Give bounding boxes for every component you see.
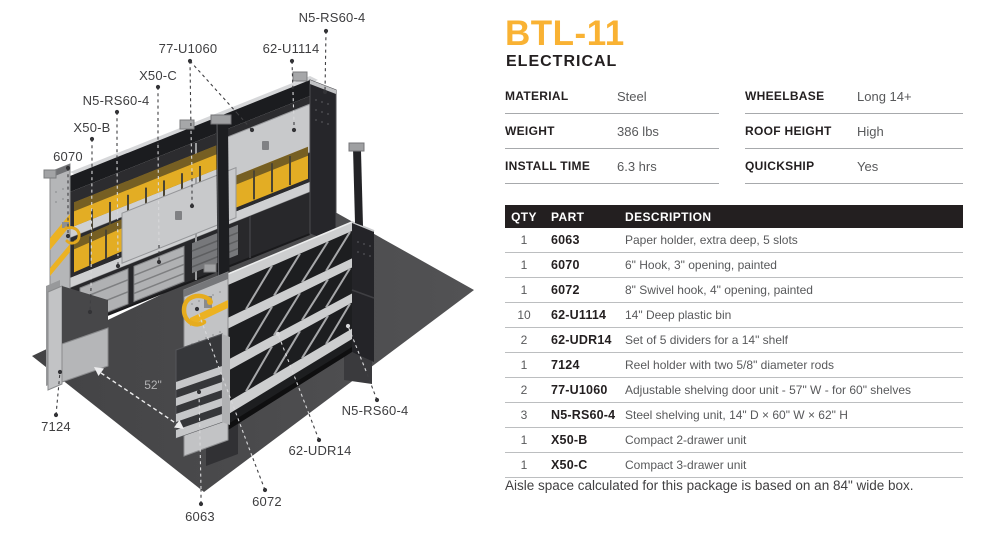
aisle-dimension: 52" <box>94 367 184 429</box>
diagram-label-x50-b: X50-B <box>73 120 110 135</box>
spec-value: High <box>857 123 884 139</box>
part-number: 6072 <box>551 283 580 297</box>
spec-value: 386 lbs <box>617 123 659 139</box>
part-number: N5-RS60-4 <box>551 408 616 422</box>
table-row: 1 6063 Paper holder, extra deep, 5 slots <box>505 228 963 253</box>
diagram-label-6070: 6070 <box>53 149 83 164</box>
table-row: 3 N5-RS60-4 Steel shelving unit, 14" D ×… <box>505 403 963 428</box>
spec-row-weight: WEIGHT 386 lbs <box>505 114 719 149</box>
plastic-bins-upper-row <box>74 144 218 234</box>
diagram-label-x50-c: X50-C <box>139 68 177 83</box>
spec-value: Long 14+ <box>857 88 912 104</box>
header-part: PART <box>551 209 585 224</box>
part-qty: 2 <box>520 333 528 347</box>
part-qty: 1 <box>520 258 528 272</box>
parts-table-header: QTY PART DESCRIPTION <box>505 205 963 228</box>
part-description: Set of 5 dividers for a 14" shelf <box>625 333 789 347</box>
table-row: 2 77-U1060 Adjustable shelving door unit… <box>505 378 963 403</box>
spec-row-quickship: QUICKSHIP Yes <box>745 149 963 184</box>
part-description: Compact 3-drawer unit <box>625 458 747 472</box>
part-description: 14" Deep plastic bin <box>625 308 732 322</box>
diagram-label-7124: 7124 <box>41 419 71 434</box>
part-description: 8" Swivel hook, 4" opening, painted <box>625 283 813 297</box>
spec-row-install-time: INSTALL TIME 6.3 hrs <box>505 149 719 184</box>
header-qty: QTY <box>511 209 537 224</box>
part-qty: 1 <box>520 233 528 247</box>
part-number: 62-UDR14 <box>551 333 612 347</box>
plastic-bins-lower-right <box>236 146 308 208</box>
table-row: 1 6072 8" Swivel hook, 4" opening, paint… <box>505 278 963 303</box>
part-description: Paper holder, extra deep, 5 slots <box>625 233 798 247</box>
parts-table: QTY PART DESCRIPTION 1 6063 Paper holder… <box>505 205 963 478</box>
hook-6070 <box>62 222 81 245</box>
spec-label: MATERIAL <box>505 89 569 103</box>
product-category: ELECTRICAL <box>506 53 618 70</box>
part-qty: 1 <box>520 433 528 447</box>
spec-label: QUICKSHIP <box>745 159 815 173</box>
spec-label: WEIGHT <box>505 124 555 138</box>
part-qty: 10 <box>517 308 531 322</box>
package-diagram: 52" <box>32 10 474 524</box>
spec-value: Yes <box>857 158 879 174</box>
swivel-hook-6072 <box>181 293 213 327</box>
part-description: Compact 2-drawer unit <box>625 433 747 447</box>
part-number: 62-U1114 <box>551 308 607 322</box>
mount-bracket <box>179 119 195 130</box>
diagram-label-77-u1060: 77-U1060 <box>159 41 218 56</box>
product-code-title: BTL-11 <box>505 14 625 53</box>
part-qty: 1 <box>520 458 528 472</box>
table-row: 1 6070 6" Hook, 3" opening, painted <box>505 253 963 278</box>
shelf-dividers <box>245 231 351 392</box>
part-description: 6" Hook, 3" opening, painted <box>625 258 777 272</box>
diagram-label-n5-rs60-4-front: N5-RS60-4 <box>342 403 409 418</box>
plastic-bins-lower-left <box>74 219 122 273</box>
aisle-space-note: Aisle space calculated for this package … <box>505 478 914 493</box>
spec-label: WHEELBASE <box>745 89 825 103</box>
table-row: 2 62-UDR14 Set of 5 dividers for a 14" s… <box>505 328 963 353</box>
diagram-label-n5-rs60-4-left: N5-RS60-4 <box>83 93 150 108</box>
part-qty: 2 <box>520 383 528 397</box>
rear-unit-right-end-panel <box>309 79 337 245</box>
shelving-door-lower <box>121 166 237 264</box>
part-number: 77-U1060 <box>551 383 608 397</box>
specs-table: MATERIAL Steel WHEELBASE Long 14+ WEIGHT… <box>505 79 963 184</box>
diagram-label-62-udr14: 62-UDR14 <box>288 443 351 458</box>
part-qty: 1 <box>520 283 528 297</box>
paper-holder-6063 <box>175 333 230 439</box>
part-number: 6063 <box>551 233 580 247</box>
part-qty: 1 <box>520 358 528 372</box>
table-row: 10 62-U1114 14" Deep plastic bin <box>505 303 963 328</box>
diagram-label-n5-rs60-4-top: N5-RS60-4 <box>299 10 366 25</box>
drawer-unit-x50c <box>133 245 185 303</box>
front-unit-right-end-panel <box>348 142 375 362</box>
spec-label: ROOF HEIGHT <box>745 124 832 138</box>
part-description: Reel holder with two 5/8" diameter rods <box>625 358 835 372</box>
part-description: Steel shelving unit, 14" D × 60" W × 62"… <box>625 408 848 422</box>
spec-row-wheelbase: WHEELBASE Long 14+ <box>745 79 963 114</box>
dimension-label: 52" <box>144 378 162 392</box>
diagram-label-6063: 6063 <box>185 509 215 524</box>
reel-holder-7124 <box>46 280 109 391</box>
part-number: 7124 <box>551 358 580 372</box>
front-shelving-unit <box>175 142 375 466</box>
part-description: Adjustable shelving door unit - 57" W - … <box>625 383 911 397</box>
mount-bracket <box>292 71 308 82</box>
header-description: DESCRIPTION <box>625 209 712 224</box>
part-number: X50-B <box>551 433 588 447</box>
part-qty: 3 <box>520 408 528 422</box>
spec-row-material: MATERIAL Steel <box>505 79 719 114</box>
diagram-label-6072: 6072 <box>252 494 282 509</box>
diagram-label-62-u1114: 62-U1114 <box>263 41 320 56</box>
spec-label: INSTALL TIME <box>505 159 591 173</box>
part-number: X50-C <box>551 458 588 472</box>
part-number: 6070 <box>551 258 580 272</box>
spec-value: 6.3 hrs <box>617 158 657 174</box>
leader-lines <box>53 28 380 507</box>
spec-row-roof-height: ROOF HEIGHT High <box>745 114 963 149</box>
table-row: 1 X50-C Compact 3-drawer unit <box>505 453 963 478</box>
callout-labels: N5-RS60-4 62-U1114 77-U1060 X50-C N5-RS6… <box>41 10 408 524</box>
spec-value: Steel <box>617 88 647 104</box>
table-row: 1 7124 Reel holder with two 5/8" diamete… <box>505 353 963 378</box>
table-row: 1 X50-B Compact 2-drawer unit <box>505 428 963 453</box>
